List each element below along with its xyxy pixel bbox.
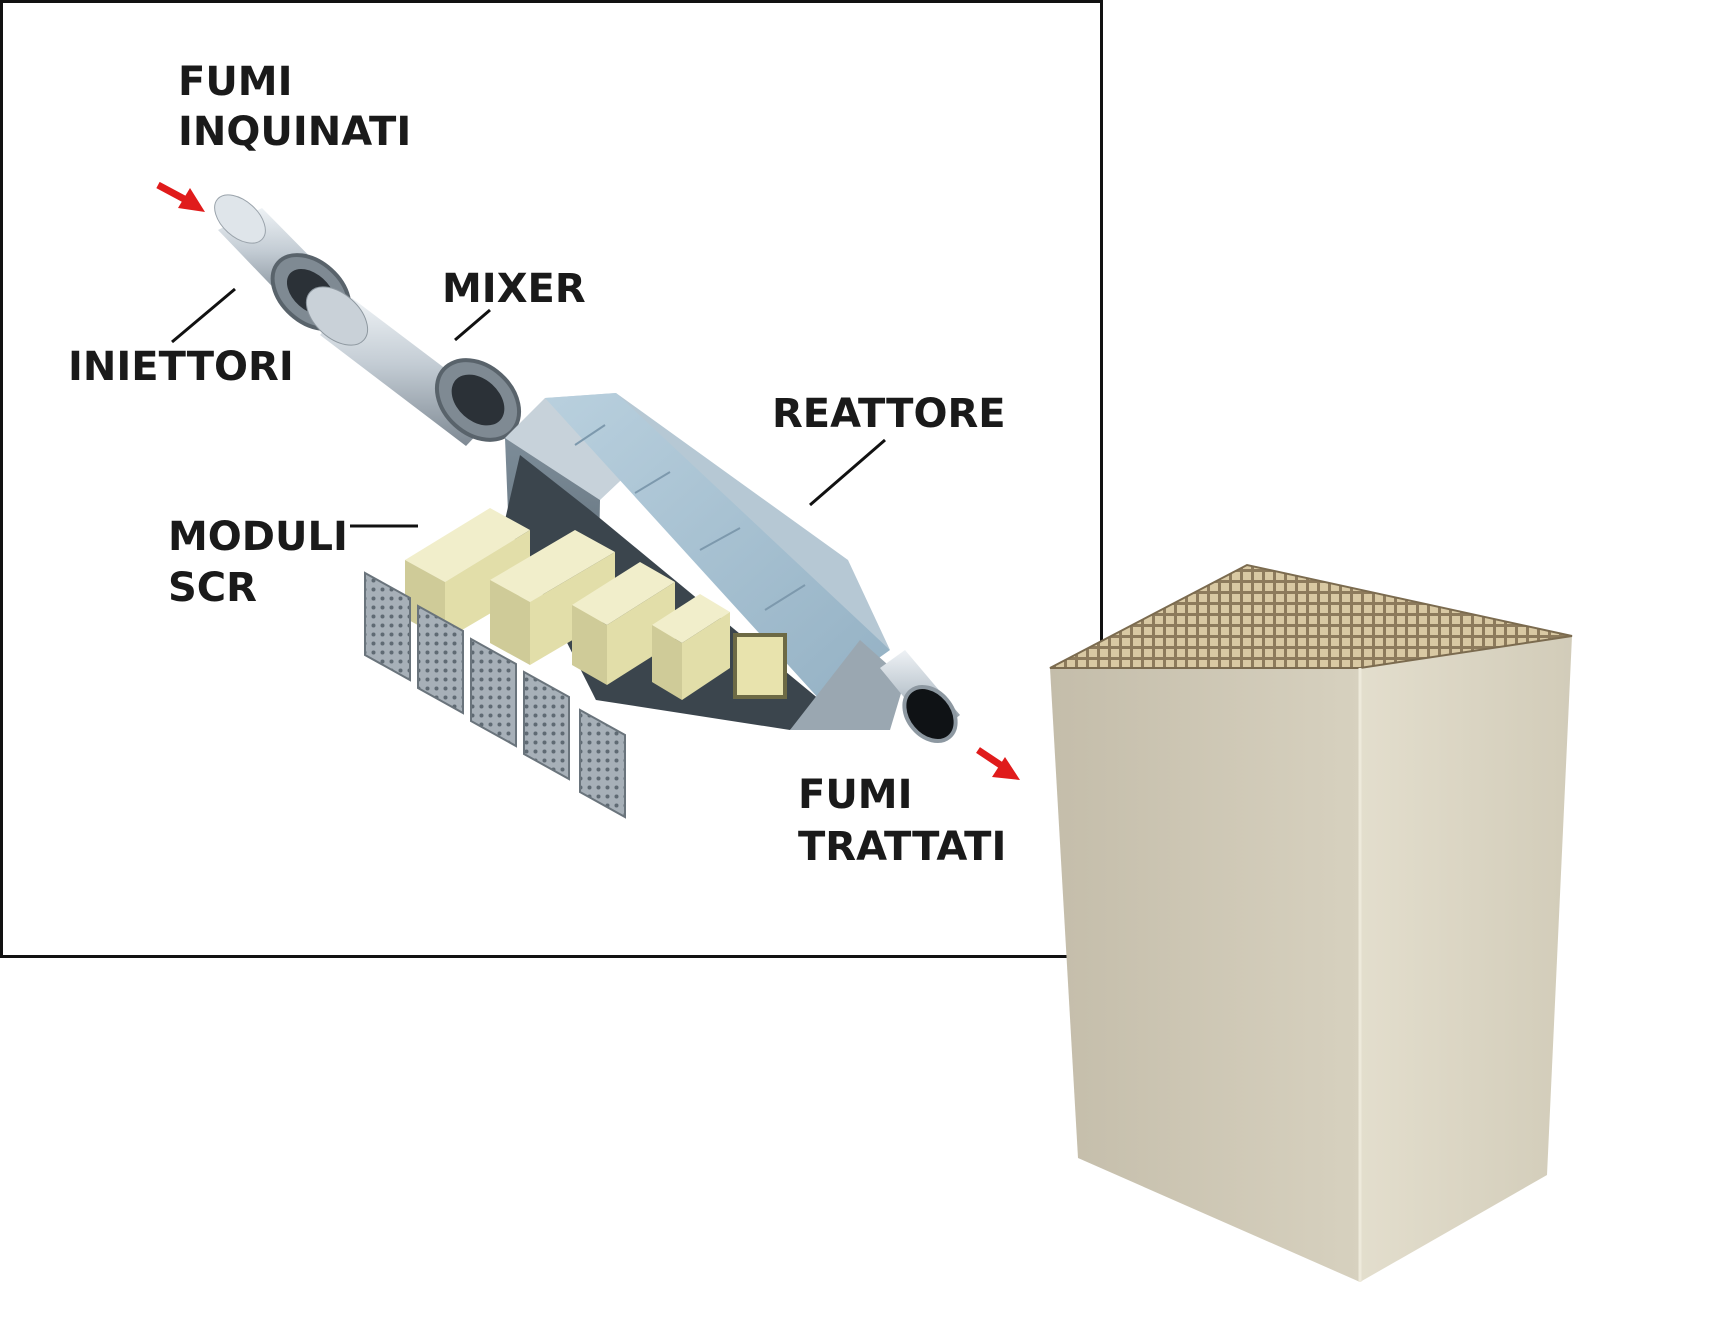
- reattore-label: REATTORE: [772, 391, 1006, 437]
- scr-modules: [405, 508, 787, 700]
- monolith-side-face: [1360, 636, 1572, 1282]
- monolith-front-face: [1050, 668, 1360, 1282]
- mixer-pipe: [305, 286, 522, 446]
- iniettori-leader: [171, 287, 236, 344]
- fumi-inquinati-line-2: INQUINATI: [178, 109, 411, 155]
- fumi-inquinati-line-1: FUMI: [178, 59, 293, 105]
- module-block: [572, 562, 675, 685]
- reattore-leader: [809, 438, 886, 507]
- fumi-trattati-line-2: TRATTATI: [798, 824, 1006, 870]
- perforated-plates: [364, 571, 626, 819]
- moduli-scr-label: MODULI SCR: [168, 514, 362, 611]
- module-block: [652, 594, 730, 700]
- mixer-label: MIXER: [442, 266, 586, 312]
- fumi-trattati-line-1: FUMI: [798, 772, 913, 818]
- mixer-leader: [454, 308, 491, 342]
- inlet-flow-arrow: [156, 181, 205, 212]
- fumi-trattati-label: FUMI TRATTATI: [798, 772, 1006, 870]
- iniettori-label: INIETTORI: [68, 344, 294, 390]
- moduli-scr-line-2: SCR: [168, 565, 257, 611]
- fumi-inquinati-label: FUMI INQUINATI: [178, 59, 411, 155]
- moduli-scr-line-1: MODULI: [168, 514, 348, 560]
- honeycomb-catalyst-monolith: [1049, 563, 1573, 1282]
- outlet-flow-arrow: [976, 747, 1020, 780]
- monolith-top-face: [1049, 563, 1573, 669]
